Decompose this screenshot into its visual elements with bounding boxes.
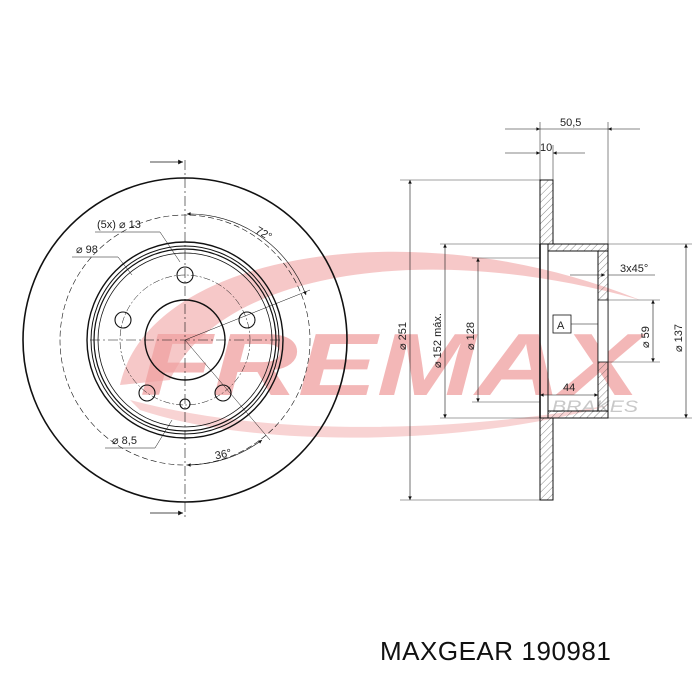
angle-36-label: 36° <box>214 447 233 462</box>
outer-diameter-label: ⌀ 251 <box>397 322 409 350</box>
side-view <box>400 122 692 501</box>
datum-a-label: A <box>557 320 565 332</box>
hat-inner-label: ⌀ 137 <box>673 324 685 352</box>
disc-plate-section-bottom <box>539 417 554 501</box>
hat-outer-label: ⌀ 128 <box>465 322 477 350</box>
hat-wall-top <box>547 243 609 252</box>
chamfer-label: 3x45° <box>620 263 648 275</box>
center-bore-label: ⌀ 59 <box>640 326 652 348</box>
disc-plate-section-top <box>539 179 554 245</box>
hat-depth-label: 44 <box>563 382 575 394</box>
hat-wall-bottom <box>547 410 609 419</box>
disc-thickness-label: 10 <box>540 142 552 154</box>
brand-name: MAXGEAR <box>380 636 514 666</box>
bolt-holes-label: (5x) ⌀ 13 <box>97 219 141 231</box>
watermark-swoosh-lower <box>130 400 610 438</box>
bolt-circle-label: ⌀ 98 <box>76 244 98 256</box>
part-number: 190981 <box>521 636 612 666</box>
front-view <box>22 159 348 520</box>
fremax-watermark: FREMAX BRAKES <box>120 251 647 438</box>
angle-72-label: 72° <box>253 225 273 244</box>
friction-inner-label: ⌀ 152 máx. <box>432 313 444 368</box>
small-hole-label: ⌀ 8,5 <box>112 435 137 447</box>
total-height-label: 50,5 <box>560 117 581 129</box>
